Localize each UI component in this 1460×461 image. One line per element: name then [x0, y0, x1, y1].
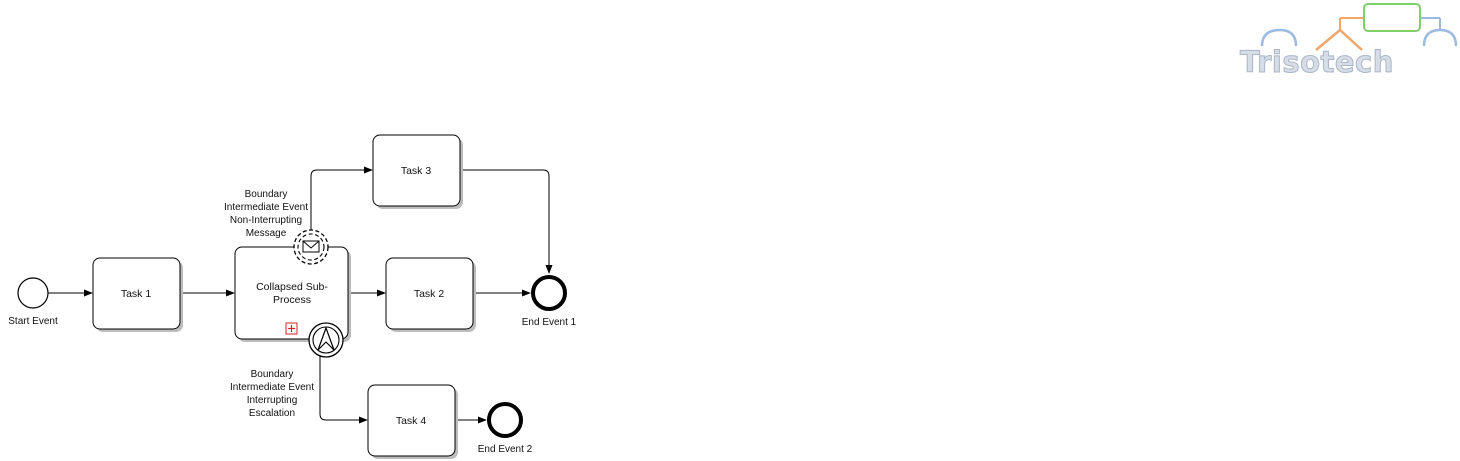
flow-escalation-to-task4[interactable]: [319, 356, 368, 424]
escalation-event-label: Boundary Intermediate Event Interrupting…: [230, 369, 314, 419]
collapsed-subprocess[interactable]: Collapsed Sub- Process: [234, 246, 351, 342]
subprocess-label-line2: Process: [273, 294, 311, 306]
svg-text:Boundary: Boundary: [251, 369, 294, 380]
svg-text:Intermediate Event: Intermediate Event: [224, 202, 308, 213]
logo-wordmark: Trisotech: [1240, 45, 1394, 79]
end-event-1-label: End Event 1: [522, 317, 577, 328]
svg-text:Boundary: Boundary: [245, 189, 288, 200]
task-1-box[interactable]: [92, 257, 181, 330]
subprocess-label-line1: Collapsed Sub-: [256, 281, 328, 293]
end-event-2[interactable]: End Event 2: [478, 402, 533, 455]
task-2-label: Task 2: [414, 288, 445, 300]
trisotech-logo: Trisotech: [1240, 3, 1458, 80]
boundary-message-event[interactable]: Boundary Intermediate Event Non-Interrup…: [224, 189, 329, 265]
task-1[interactable]: Task 1: [92, 257, 183, 332]
task-2-box[interactable]: [385, 257, 474, 330]
task-2[interactable]: Task 2: [385, 257, 476, 332]
task-4[interactable]: Task 4: [367, 384, 458, 459]
svg-text:Escalation: Escalation: [249, 408, 295, 419]
end-event-2-label: End Event 2: [478, 444, 533, 455]
subprocess-box[interactable]: [234, 246, 349, 340]
svg-text:Intermediate Event: Intermediate Event: [230, 382, 314, 393]
end-event-2-circle[interactable]: [487, 402, 523, 438]
task-3-box[interactable]: [372, 134, 461, 207]
logo-left-arc: [1260, 28, 1298, 47]
task-3-label: Task 3: [401, 165, 432, 177]
flow-message-to-task3[interactable]: [310, 166, 373, 230]
logo-right-arc: [1422, 28, 1458, 47]
task-1-label: Task 1: [121, 288, 152, 300]
start-event-label: Start Event: [8, 316, 58, 327]
message-event-label: Boundary Intermediate Event Non-Interrup…: [224, 189, 308, 239]
flow-task3-to-end1[interactable]: [460, 169, 553, 274]
expand-marker-icon[interactable]: [285, 322, 298, 335]
end-event-1-circle[interactable]: [531, 275, 567, 311]
task-4-box[interactable]: [367, 384, 456, 457]
envelope-icon: [302, 240, 320, 253]
svg-text:Non-Interrupting: Non-Interrupting: [230, 215, 302, 226]
start-event[interactable]: Start Event: [8, 277, 58, 327]
end-event-1[interactable]: End Event 1: [522, 275, 577, 328]
start-event-circle[interactable]: [17, 277, 49, 309]
logo-green-box: [1363, 3, 1421, 32]
task-4-label: Task 4: [396, 415, 427, 427]
task-3[interactable]: Task 3: [372, 134, 463, 209]
svg-text:Message: Message: [246, 228, 287, 239]
escalation-icon: [317, 327, 335, 351]
svg-text:Interrupting: Interrupting: [247, 395, 298, 406]
sequence-flows: [48, 166, 553, 424]
boundary-escalation-event[interactable]: Boundary Intermediate Event Interrupting…: [230, 322, 344, 419]
